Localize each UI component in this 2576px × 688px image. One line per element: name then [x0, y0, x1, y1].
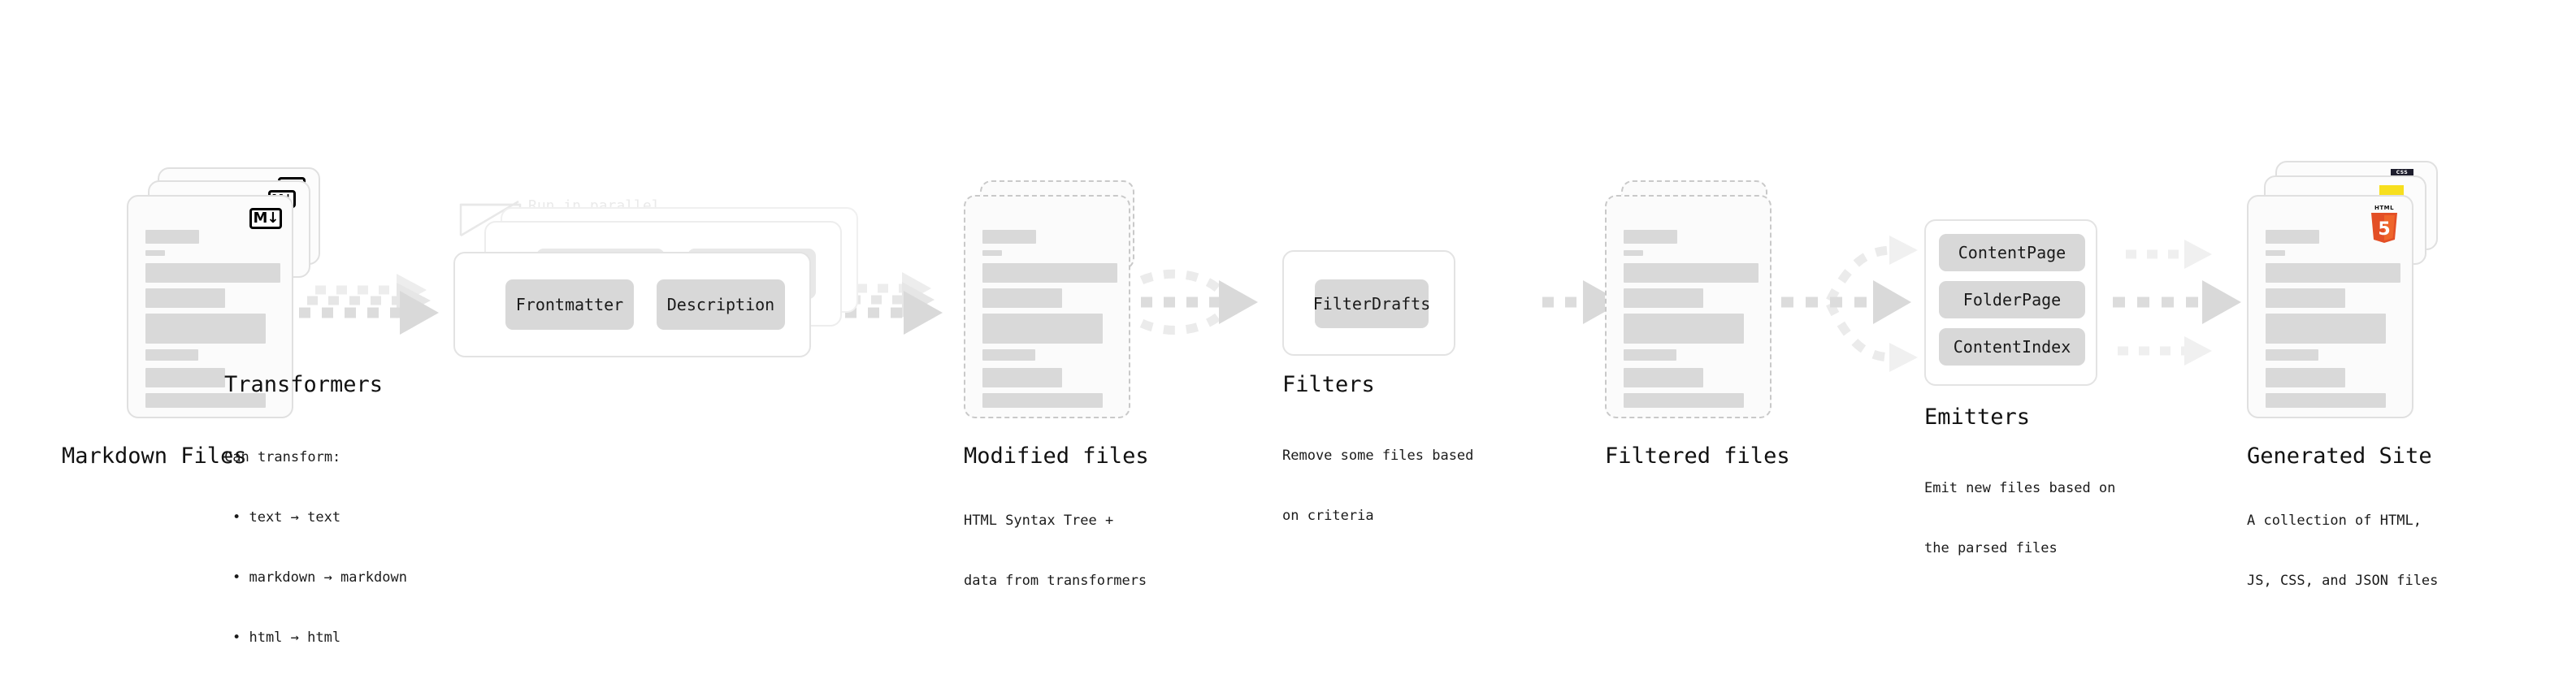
doc-line — [982, 250, 1002, 256]
doc-line — [145, 349, 198, 361]
doc-line — [1624, 263, 1759, 283]
modified-files-caption-line: data from transformers — [964, 573, 1147, 590]
transformers-caption-item: • html → html — [232, 630, 341, 647]
chip-contentpage-label: ContentPage — [1958, 243, 2066, 262]
doc-line — [145, 393, 266, 408]
modified-files-caption-line: HTML Syntax Tree + — [964, 513, 1114, 530]
doc-line — [2266, 288, 2345, 308]
doc-line — [1624, 393, 1744, 408]
chip-folderpage-label: FolderPage — [1962, 290, 2062, 309]
doc-line — [982, 230, 1036, 244]
doc-line — [145, 230, 199, 244]
doc-line — [982, 368, 1062, 387]
emitters-caption: Emit new files based on the parsed files — [1924, 439, 2115, 599]
doc-line — [1624, 288, 1703, 308]
chip-folderpage[interactable]: FolderPage — [1939, 281, 2085, 318]
filters-box: FilterDrafts — [1282, 250, 1455, 356]
doc-line — [2266, 263, 2400, 283]
chip-contentindex[interactable]: ContentIndex — [1939, 328, 2085, 366]
doc-line — [982, 314, 1103, 344]
chip-frontmatter-label: Frontmatter — [515, 295, 624, 314]
chip-description-label: Description — [666, 295, 775, 314]
chip-contentpage[interactable]: ContentPage — [1939, 234, 2085, 271]
transformers-caption: Can transform: • text → text • markdown … — [224, 408, 407, 688]
html5-badge-icon: HTML 5 — [2368, 205, 2400, 244]
emitters-box: ContentPage FolderPage ContentIndex — [1924, 219, 2097, 386]
doc-line — [1624, 349, 1676, 361]
doc-line — [2266, 368, 2345, 387]
modified-card-front — [964, 195, 1130, 418]
chip-filterdrafts-label: FilterDrafts — [1312, 294, 1431, 314]
transformers-caption-item: • markdown → markdown — [232, 569, 407, 586]
html5-shield-icon: 5 — [2371, 213, 2397, 243]
doc-line — [2266, 393, 2386, 408]
markdown-badge-text: M↓ — [253, 210, 280, 227]
svg-text:5: 5 — [2378, 219, 2390, 240]
doc-line — [982, 263, 1117, 283]
transformers-caption-item: • text → text — [232, 509, 341, 526]
doc-line — [982, 288, 1062, 308]
css3-badge-text: CSS — [2396, 170, 2409, 175]
doc-line — [2266, 250, 2285, 256]
doc-line — [982, 349, 1035, 361]
chip-description[interactable]: Description — [657, 279, 785, 330]
doc-line — [145, 250, 165, 256]
generated-site-title: Generated Site — [2247, 444, 2432, 469]
doc-line — [2266, 230, 2319, 244]
doc-line — [1624, 250, 1643, 256]
emitters-caption-line: Emit new files based on — [1924, 480, 2116, 497]
transformer-box-front: Frontmatter Description — [453, 252, 811, 357]
generated-site-caption: A collection of HTML, JS, CSS, and JSON … — [2247, 471, 2438, 631]
doc-line — [2266, 349, 2318, 361]
doc-line — [2266, 314, 2386, 344]
doc-line — [1624, 368, 1703, 387]
chip-frontmatter[interactable]: Frontmatter — [505, 279, 634, 330]
site-card-front: HTML 5 — [2247, 195, 2413, 418]
filters-title: Filters — [1282, 372, 1375, 397]
filtered-card-front — [1605, 195, 1772, 418]
modified-files-title: Modified files — [964, 444, 1149, 469]
transformers-title: Transformers — [224, 372, 384, 397]
markdown-files-title: Markdown Files — [62, 444, 247, 469]
emitters-title: Emitters — [1924, 405, 2031, 430]
doc-line — [145, 368, 225, 387]
doc-line — [145, 263, 280, 283]
filters-caption-line: Remove some files based — [1282, 448, 1474, 465]
filters-caption: Remove some files based on criteria — [1282, 406, 1473, 566]
generated-site-caption-line: JS, CSS, and JSON files — [2247, 573, 2439, 590]
doc-line — [982, 393, 1103, 408]
doc-line — [1624, 314, 1744, 344]
modified-files-caption: HTML Syntax Tree + data from transformer… — [964, 471, 1147, 631]
doc-line — [1624, 230, 1677, 244]
markdown-mark-icon: M↓ — [249, 208, 282, 229]
markdown-card-front: M↓ — [127, 195, 293, 418]
doc-line — [145, 314, 266, 344]
transformers-caption-heading: Can transform: — [224, 449, 341, 466]
chip-filterdrafts[interactable]: FilterDrafts — [1312, 279, 1431, 328]
generated-site-caption-line: A collection of HTML, — [2247, 513, 2422, 530]
connector-md-to-transformers — [299, 274, 439, 335]
connector-filtered-to-emitters — [1781, 236, 1918, 372]
doc-line — [145, 288, 225, 308]
emitters-caption-line: the parsed files — [1924, 540, 2058, 557]
chip-contentindex-label: ContentIndex — [1953, 337, 2071, 357]
filtered-files-title: Filtered files — [1605, 444, 1790, 469]
connector-modified-to-filters — [1139, 269, 1258, 335]
filters-caption-line: on criteria — [1282, 508, 1374, 525]
html5-badge-wordmark: HTML — [2374, 205, 2395, 211]
connector-emitters-to-site — [2113, 240, 2241, 366]
